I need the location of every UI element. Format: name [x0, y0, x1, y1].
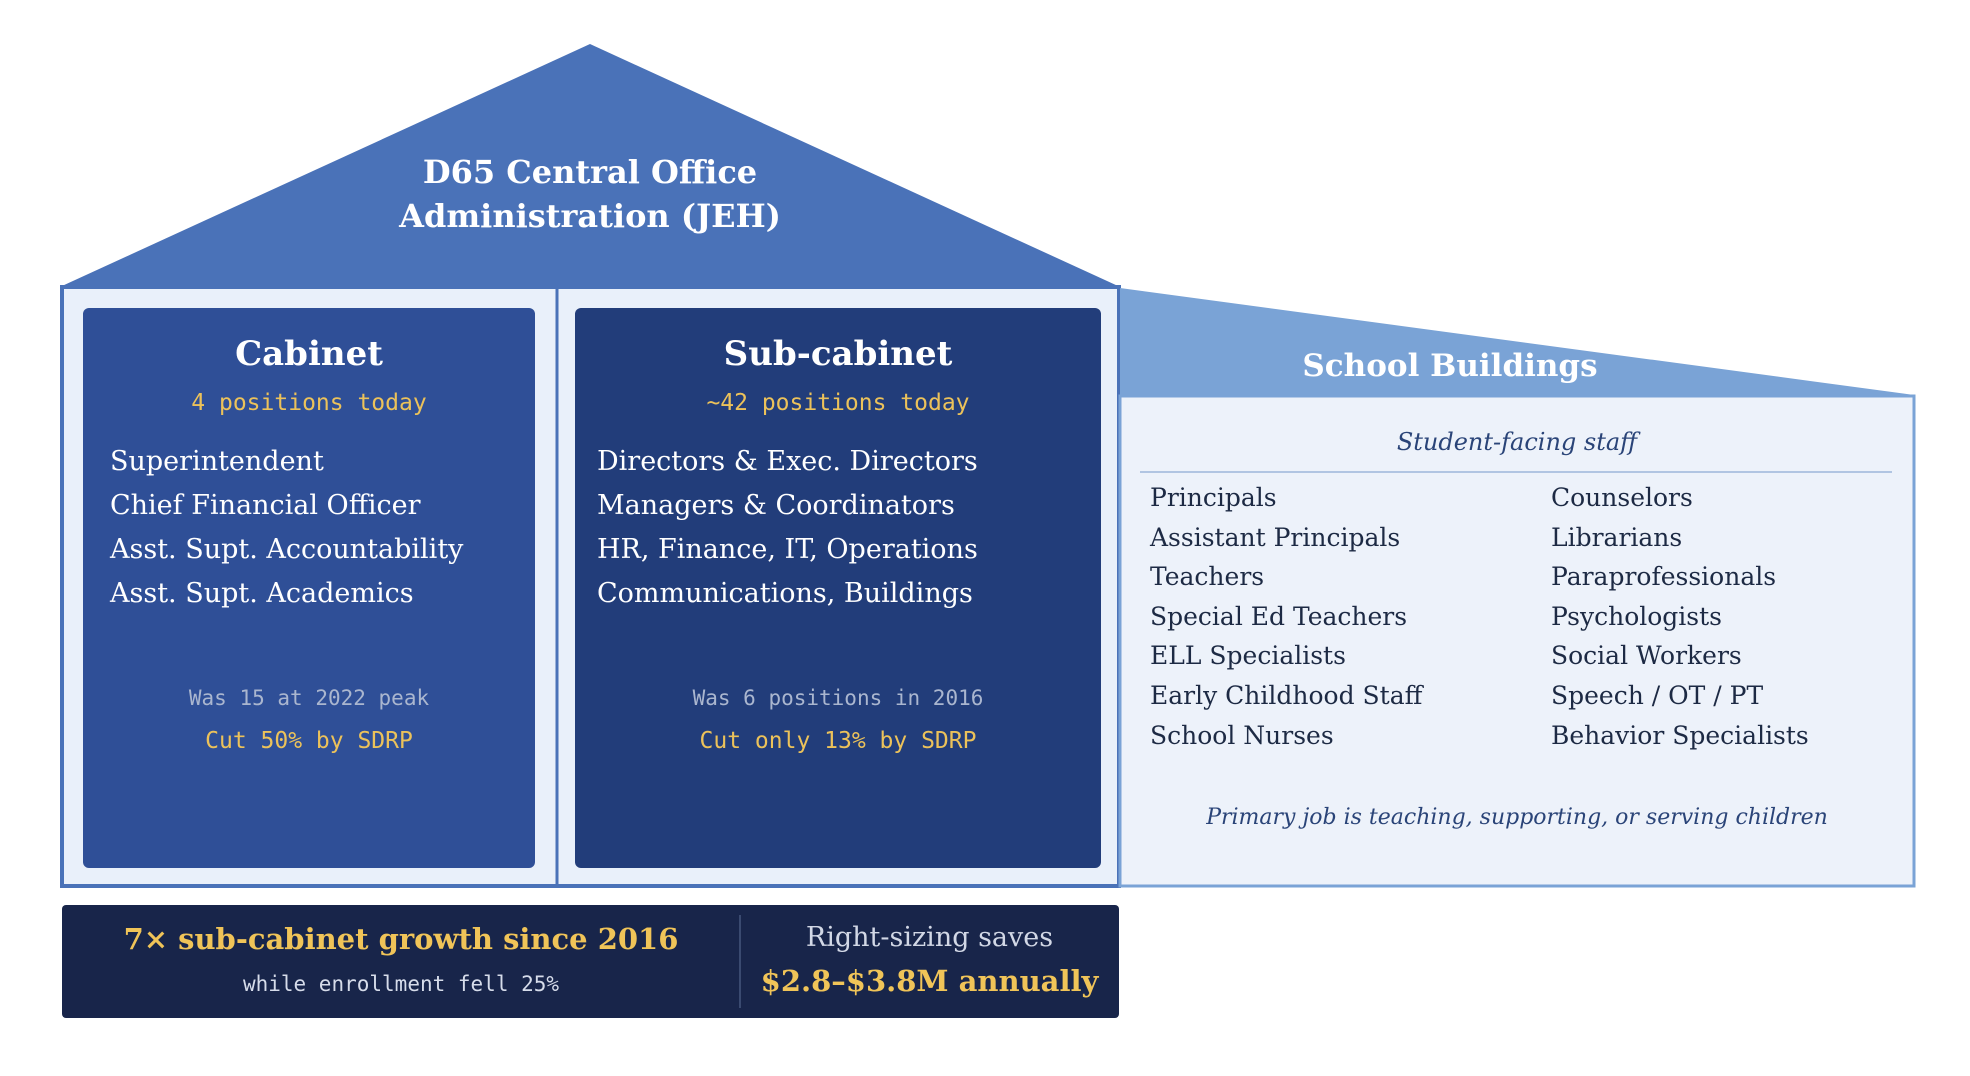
- sub-cabinet-roles: Directors & Exec. Directors Managers & C…: [597, 440, 1097, 616]
- school-staff-left: Principals Assistant Principals Teachers…: [1150, 478, 1530, 755]
- sub-cabinet-role: Directors & Exec. Directors: [597, 446, 978, 477]
- savings-label: Right-sizing saves: [805, 922, 1054, 953]
- summary-band: [62, 905, 1119, 1018]
- cabinet-positions: 4 positions today: [191, 390, 427, 416]
- school-buildings-footer: Primary job is teaching, supporting, or …: [1206, 805, 1828, 830]
- central-office-roof: [62, 44, 1118, 286]
- school-buildings-subheading: Student-facing staff: [1396, 428, 1638, 456]
- central-office-title: D65 Central Office Administration (JEH): [290, 150, 890, 238]
- cabinet-role: Asst. Supt. Accountability: [110, 534, 464, 565]
- school-buildings-heading: School Buildings: [1302, 348, 1598, 384]
- cabinet-heading: Cabinet: [235, 334, 383, 374]
- sub-cabinet-role: Managers & Coordinators: [597, 490, 955, 521]
- savings-value: $2.8–$3.8M annually: [760, 964, 1099, 998]
- school-buildings-roof: [1120, 288, 1914, 397]
- staff-item: Behavior Specialists: [1551, 720, 1809, 750]
- school-buildings-frame: [1118, 394, 1916, 888]
- staff-item: Teachers: [1150, 562, 1265, 592]
- growth-headline: 7× sub-cabinet growth since 2016: [123, 922, 679, 956]
- central-office-title-line2: Administration (JEH): [399, 197, 781, 235]
- sub-cabinet-positions: ~42 positions today: [706, 390, 970, 416]
- staff-item: Assistant Principals: [1150, 522, 1401, 552]
- central-office-title-line1: D65 Central Office: [422, 153, 758, 191]
- cabinet-cut: Cut 50% by SDRP: [205, 728, 413, 754]
- cabinet-history: Was 15 at 2022 peak: [188, 686, 430, 710]
- staff-item: Special Ed Teachers: [1150, 601, 1408, 631]
- sub-cabinet-heading: Sub-cabinet: [723, 334, 953, 374]
- sub-cabinet-history: Was 6 positions in 2016: [692, 686, 984, 710]
- growth-detail: while enrollment fell 25%: [242, 972, 560, 996]
- sub-cabinet-box: [575, 308, 1101, 868]
- staff-item: Speech / OT / PT: [1551, 680, 1764, 710]
- cabinet-role: Asst. Supt. Academics: [110, 578, 414, 609]
- staff-item: Paraprofessionals: [1551, 562, 1777, 592]
- cabinet-roles: Superintendent Chief Financial Officer A…: [110, 440, 530, 616]
- cabinet-box: [83, 308, 535, 868]
- school-staff-right: Counselors Librarians Paraprofessionals …: [1551, 478, 1901, 755]
- staff-item: Counselors: [1551, 483, 1693, 512]
- cabinet-role: Superintendent: [110, 446, 324, 477]
- cabinet-role: Chief Financial Officer: [110, 490, 421, 521]
- staff-item: Social Workers: [1551, 641, 1742, 671]
- sub-cabinet-role: Communications, Buildings: [597, 578, 973, 609]
- staff-item: Psychologists: [1551, 601, 1723, 631]
- sub-cabinet-role: HR, Finance, IT, Operations: [597, 534, 978, 565]
- staff-item: Librarians: [1551, 522, 1683, 552]
- staff-item: ELL Specialists: [1150, 641, 1346, 671]
- staff-item: School Nurses: [1150, 720, 1334, 750]
- staff-item: Principals: [1150, 483, 1277, 512]
- staff-item: Early Childhood Staff: [1150, 680, 1423, 710]
- sub-cabinet-cut: Cut only 13% by SDRP: [699, 728, 977, 754]
